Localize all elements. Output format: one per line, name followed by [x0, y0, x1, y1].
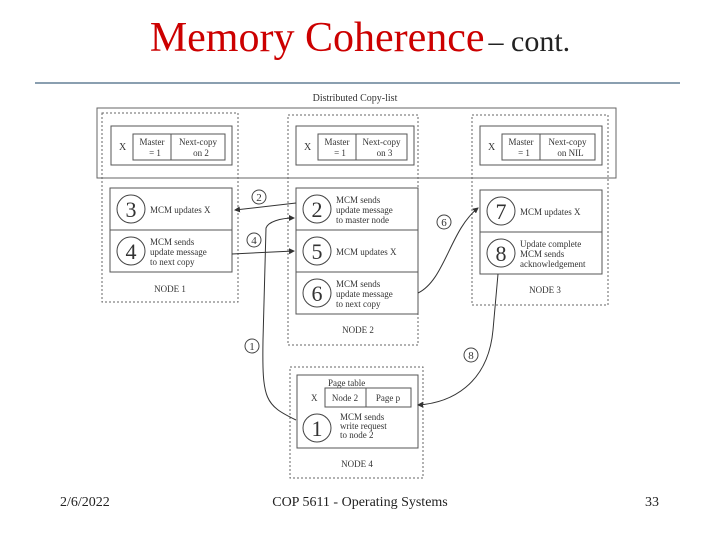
step-circle	[302, 413, 332, 443]
node-boundary	[471, 114, 609, 306]
arrow-2	[234, 202, 297, 213]
step-text: to next copy	[150, 257, 195, 267]
page-table	[324, 387, 412, 408]
copy-entry-table	[132, 133, 226, 161]
copy-entry-box	[295, 125, 415, 166]
page-table-page: Page p	[376, 393, 401, 403]
step-text: Update complete	[520, 239, 581, 249]
title-main: Memory Coherence	[149, 15, 485, 61]
step-number: 7	[496, 199, 507, 224]
node-label: NODE 2	[342, 325, 374, 335]
diagram-caption: Distributed Copy-list	[313, 93, 398, 104]
slide-title: Memory Coherence – cont.	[0, 14, 720, 62]
copy-entry-box	[479, 125, 603, 166]
arrow-1	[262, 215, 297, 421]
page-table-node: Node 2	[332, 393, 358, 403]
step-circle	[302, 194, 332, 224]
copy-list-box	[96, 107, 617, 179]
arrow-4	[231, 248, 295, 255]
next-copy-value: on 2	[193, 148, 209, 158]
step-text: MCM updates X	[520, 207, 581, 217]
step-circle	[116, 194, 146, 224]
page-table-label: Page table	[328, 378, 365, 388]
step-text: acknowledgement	[520, 259, 586, 269]
arrow-label-circle	[244, 338, 260, 354]
step-number: 1	[312, 416, 323, 441]
arrow-label-number: 2	[256, 192, 262, 204]
master-value: = 1	[518, 148, 530, 158]
variable-label: X	[119, 142, 127, 153]
step-text: to next copy	[336, 299, 381, 309]
step-number: 8	[496, 241, 507, 266]
copy-entry-box	[110, 125, 233, 166]
footer-page-number: 33	[645, 495, 659, 510]
master-label: Master	[140, 137, 165, 147]
node-boundary	[101, 112, 239, 303]
arrows	[231, 202, 499, 421]
step-text: MCM sends	[520, 249, 565, 259]
step-number: 2	[312, 197, 323, 222]
variable-label: X	[304, 142, 312, 153]
footer-date: 2/6/2022	[60, 495, 110, 510]
master-label: Master	[325, 137, 350, 147]
arrow-label-number: 1	[249, 341, 255, 353]
step-circle	[116, 236, 146, 266]
copy-entry-table	[317, 133, 408, 161]
step-number: 6	[312, 281, 323, 306]
arrow-label-number: 8	[468, 350, 474, 362]
variable-label: X	[311, 393, 318, 403]
master-value: = 1	[334, 148, 346, 158]
step-text: update message	[336, 289, 393, 299]
step-circle	[486, 238, 516, 268]
step-text: write request	[340, 421, 387, 431]
step-text: MCM sends	[336, 195, 381, 205]
title-sub: – cont.	[488, 25, 571, 58]
step-circle	[302, 278, 332, 308]
node-label: NODE 4	[341, 459, 373, 469]
step-circle	[486, 196, 516, 226]
step-text: MCM updates X	[150, 205, 211, 215]
next-copy-value: on NIL	[557, 148, 583, 158]
step-text: to master node	[336, 215, 389, 225]
footer-course: COP 5611 - Operating Systems	[272, 495, 448, 510]
node-label: NODE 3	[529, 285, 561, 295]
next-copy-value: on 3	[377, 148, 393, 158]
step-number: 5	[312, 239, 323, 264]
arrow-label-circle	[436, 214, 452, 230]
arrow-8	[417, 273, 499, 408]
step-number: 3	[126, 197, 137, 222]
copy-entry-table	[501, 133, 596, 161]
arrow-label-circle	[251, 189, 267, 205]
step-box	[295, 187, 419, 315]
master-label: Master	[509, 137, 534, 147]
step-text: MCM sends	[336, 279, 381, 289]
next-copy-label: Next-copy	[179, 137, 217, 147]
step-text: MCM sends	[340, 412, 385, 422]
master-value: = 1	[149, 148, 161, 158]
step-text: update message	[150, 247, 207, 257]
arrow-label-circle	[246, 232, 262, 248]
next-copy-label: Next-copy	[549, 137, 587, 147]
step-text: update message	[336, 205, 393, 215]
node-4-box	[296, 374, 419, 449]
step-text: to node 2	[340, 430, 374, 440]
title-divider	[35, 82, 680, 84]
arrow-label-number: 6	[441, 217, 447, 229]
node-label: NODE 1	[154, 284, 186, 294]
arrow-label-number: 4	[251, 235, 257, 247]
arrow-label-circle	[463, 347, 479, 363]
next-copy-label: Next-copy	[363, 137, 401, 147]
step-circle	[302, 236, 332, 266]
arrow-6	[417, 207, 479, 294]
step-number: 4	[126, 239, 137, 264]
step-text: MCM sends	[150, 237, 195, 247]
variable-label: X	[488, 142, 496, 153]
node-boundary	[289, 366, 424, 479]
step-text: MCM updates X	[336, 247, 397, 257]
